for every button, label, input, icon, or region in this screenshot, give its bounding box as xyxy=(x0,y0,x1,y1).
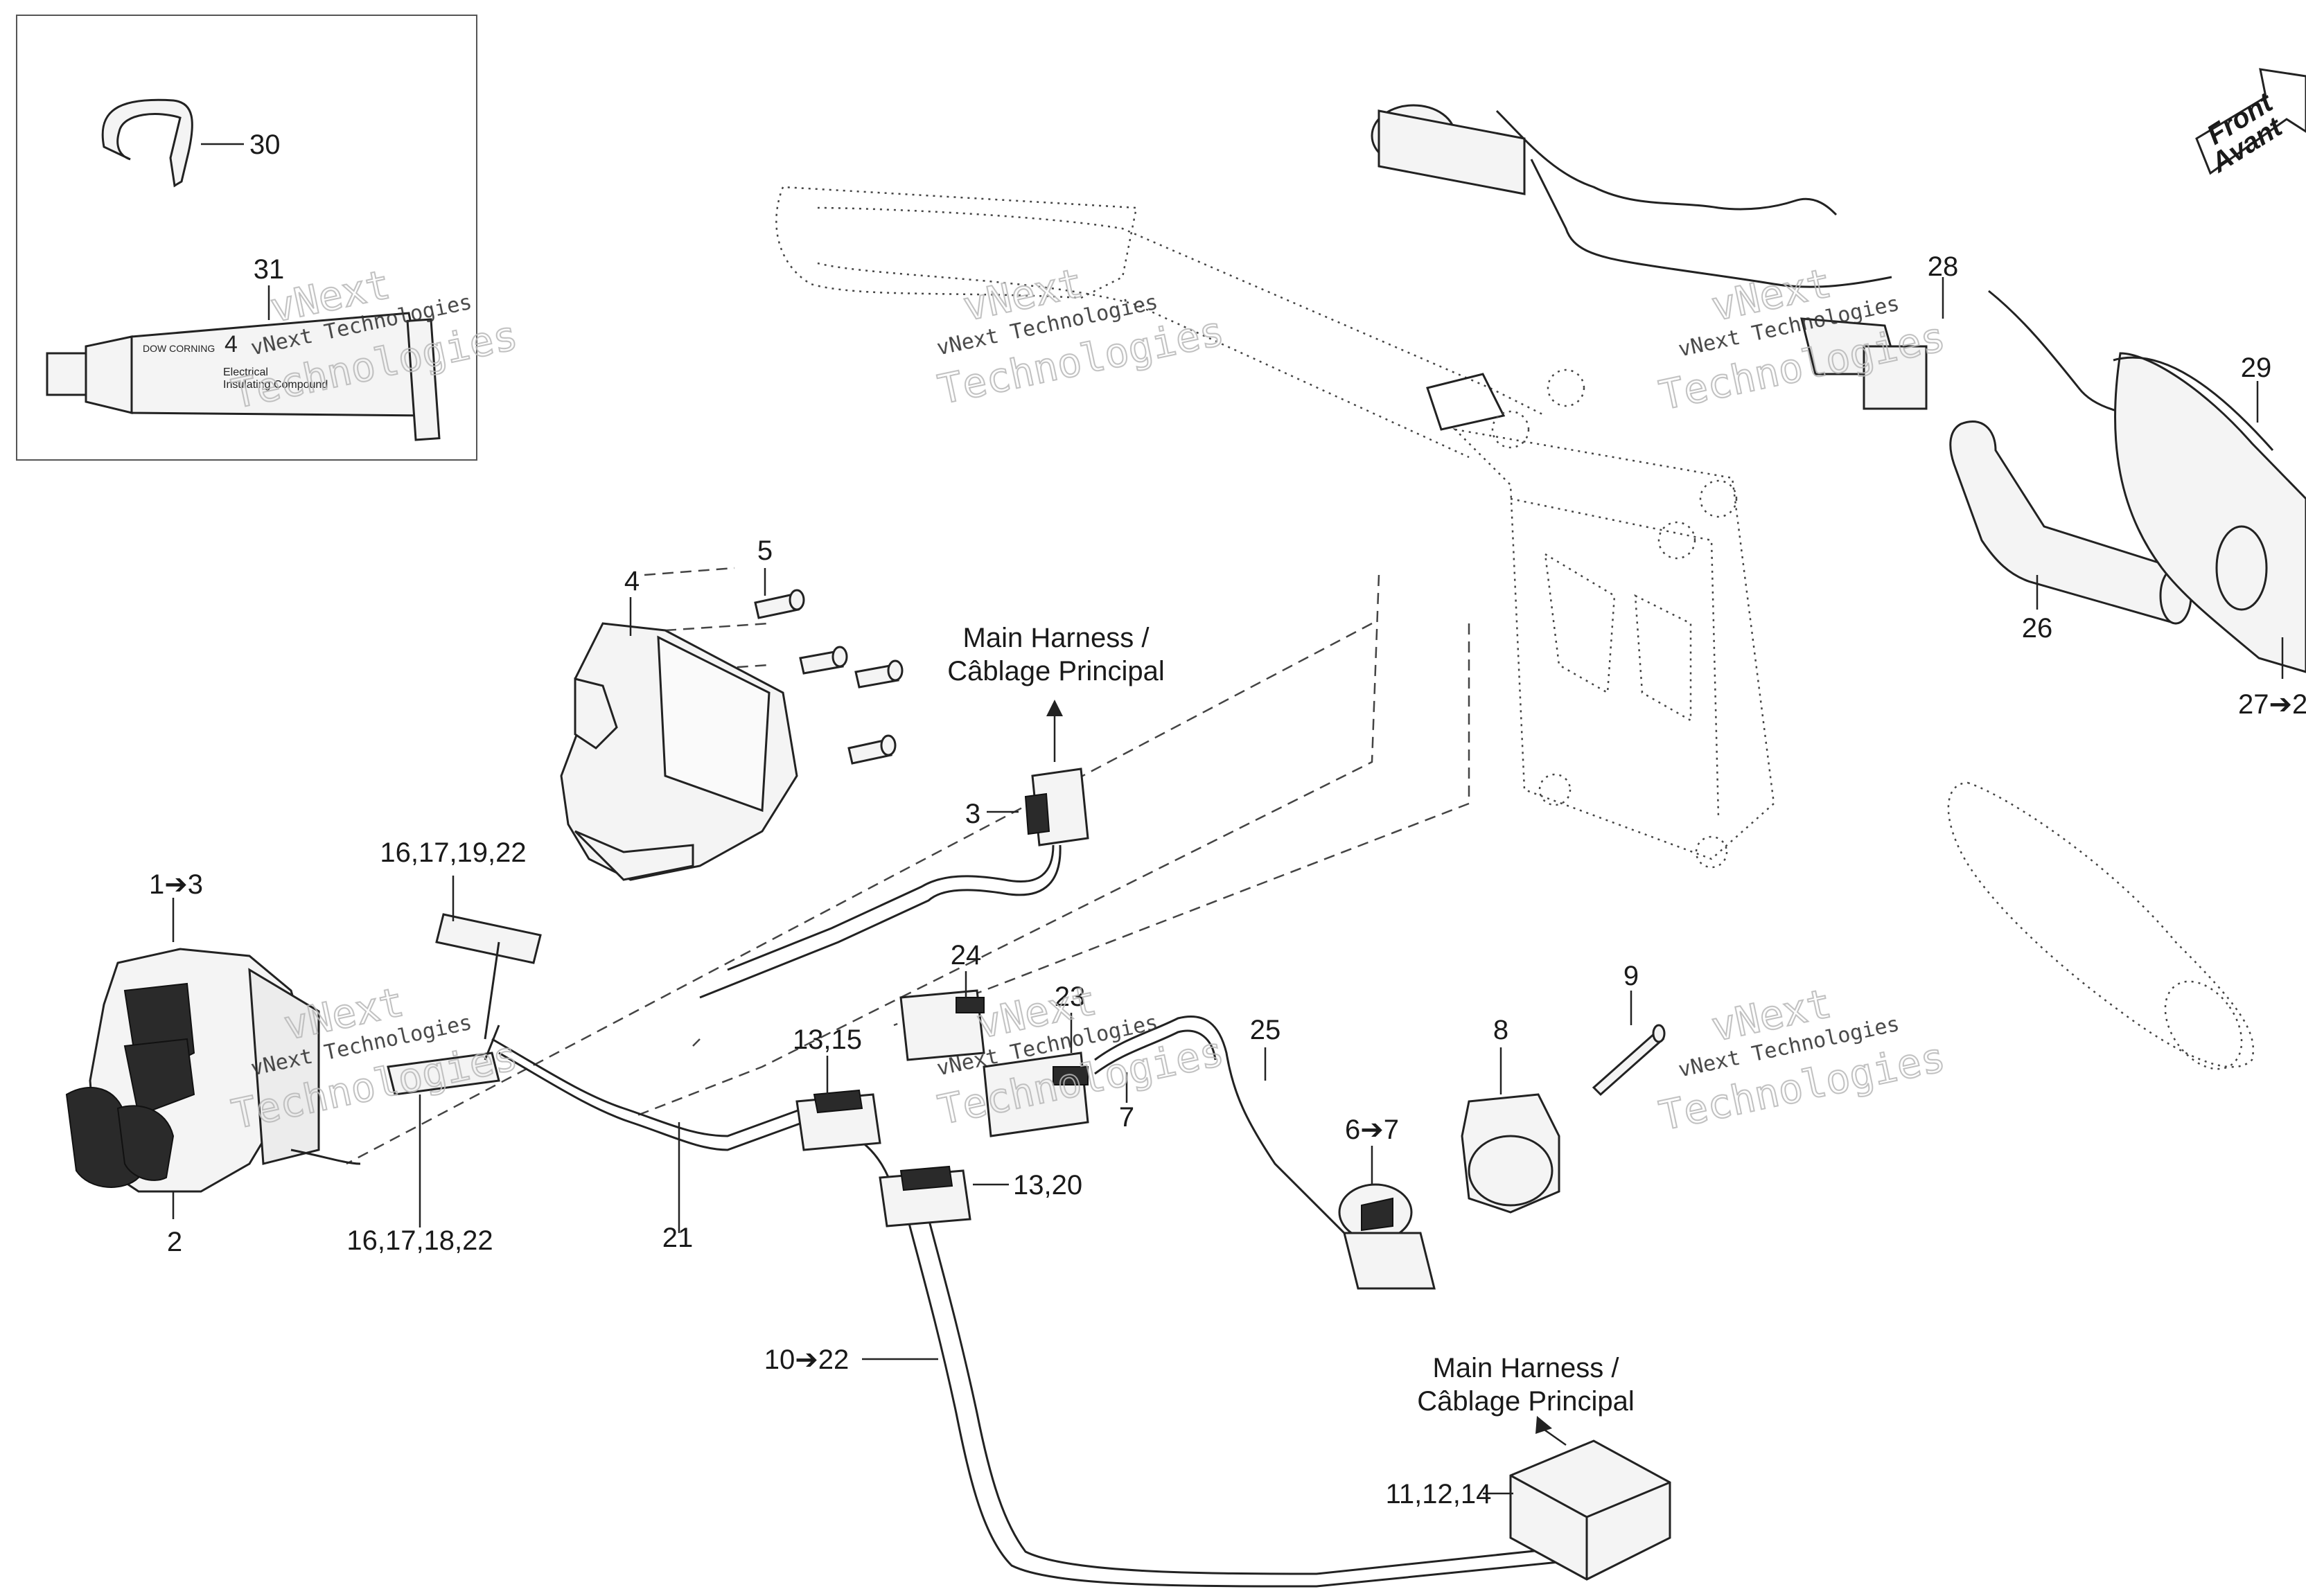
inset-box: DOW CORNING 4 Electrical Insulating Comp… xyxy=(16,15,477,461)
callout-13-20: 13,20 xyxy=(1013,1170,1082,1200)
wire-25-part xyxy=(1094,1015,1359,1248)
connector-upper-part xyxy=(435,913,542,1040)
leader-lines xyxy=(172,277,2284,1495)
harness-top-line2: Câblage Principal xyxy=(947,656,1165,686)
callout-16-17-19-22: 16,17,19,22 xyxy=(380,837,526,868)
callout-13-15: 13,15 xyxy=(793,1025,862,1055)
callout-7: 7 xyxy=(1119,1102,1134,1133)
connector-13-20-part xyxy=(879,1165,971,1227)
switch-housing-part xyxy=(560,622,798,881)
callout-9: 9 xyxy=(1623,961,1639,991)
callout-25: 25 xyxy=(1250,1015,1281,1045)
tube-number: 4 xyxy=(225,331,238,357)
front-arrow-icon: Front Avant xyxy=(2195,68,2306,179)
callout-23: 23 xyxy=(1055,982,1086,1012)
connection-lines xyxy=(346,567,1470,1165)
connector-13-15-part xyxy=(795,1089,881,1151)
callout-16-17-18-22: 16,17,18,22 xyxy=(346,1225,493,1256)
cap-8-part xyxy=(1461,1093,1560,1214)
callout-4: 4 xyxy=(624,566,640,596)
callout-6-7: 6➔7 xyxy=(1345,1115,1399,1145)
connector-24-part xyxy=(899,989,985,1061)
harness-top-line1: Main Harness / xyxy=(963,623,1150,653)
harness-arrow-bottom-icon xyxy=(1535,1416,1567,1446)
callout-11-12-14: 11,12,14 xyxy=(1386,1479,1492,1509)
tube-brand: DOW CORNING xyxy=(143,343,215,354)
connector-lower-part xyxy=(387,1025,500,1096)
tube-line2: Insulating Compound xyxy=(223,379,328,391)
harness-arrow-top-icon xyxy=(1046,700,1063,762)
tube-line1: Electrical xyxy=(223,366,268,378)
tie-strap-part xyxy=(101,98,193,188)
callouts: 30 31 1➔3 2 3 4 5 16,17,19,22 16,17,18,2… xyxy=(149,130,2306,1509)
callout-28: 28 xyxy=(1928,251,1959,282)
switch-6-7-part xyxy=(1338,1183,1436,1290)
handlebar-part xyxy=(775,186,2255,1070)
callout-24: 24 xyxy=(951,940,982,970)
callout-2: 2 xyxy=(167,1227,182,1257)
harness-bottom-line2: Câblage Principal xyxy=(1417,1386,1635,1417)
grip-part xyxy=(2113,352,2306,673)
upper-harness-part xyxy=(1371,104,2183,424)
callout-5: 5 xyxy=(757,535,773,566)
callout-8: 8 xyxy=(1493,1015,1508,1045)
callout-26: 26 xyxy=(2022,613,2053,644)
harness-bottom-line1: Main Harness / xyxy=(1433,1353,1620,1383)
screws-part xyxy=(754,589,904,765)
switch-assembly-part xyxy=(65,948,361,1193)
riser-part xyxy=(1452,369,1775,869)
pin-9-part xyxy=(1592,1024,1666,1097)
callout-1-3: 1➔3 xyxy=(149,869,203,900)
callout-10-22: 10➔22 xyxy=(764,1345,850,1375)
callout-31: 31 xyxy=(254,254,285,285)
callout-21: 21 xyxy=(662,1223,694,1253)
callout-3: 3 xyxy=(965,799,980,829)
callout-29: 29 xyxy=(2241,353,2272,383)
connector-3-part xyxy=(699,768,1089,999)
callout-27: 27➔2 xyxy=(2238,689,2306,720)
connector-23-part xyxy=(983,1052,1089,1137)
callout-30: 30 xyxy=(249,130,281,160)
connector-11-12-14-part xyxy=(1509,1439,1671,1581)
grease-tube-part: DOW CORNING 4 Electrical Insulating Comp… xyxy=(46,312,441,441)
